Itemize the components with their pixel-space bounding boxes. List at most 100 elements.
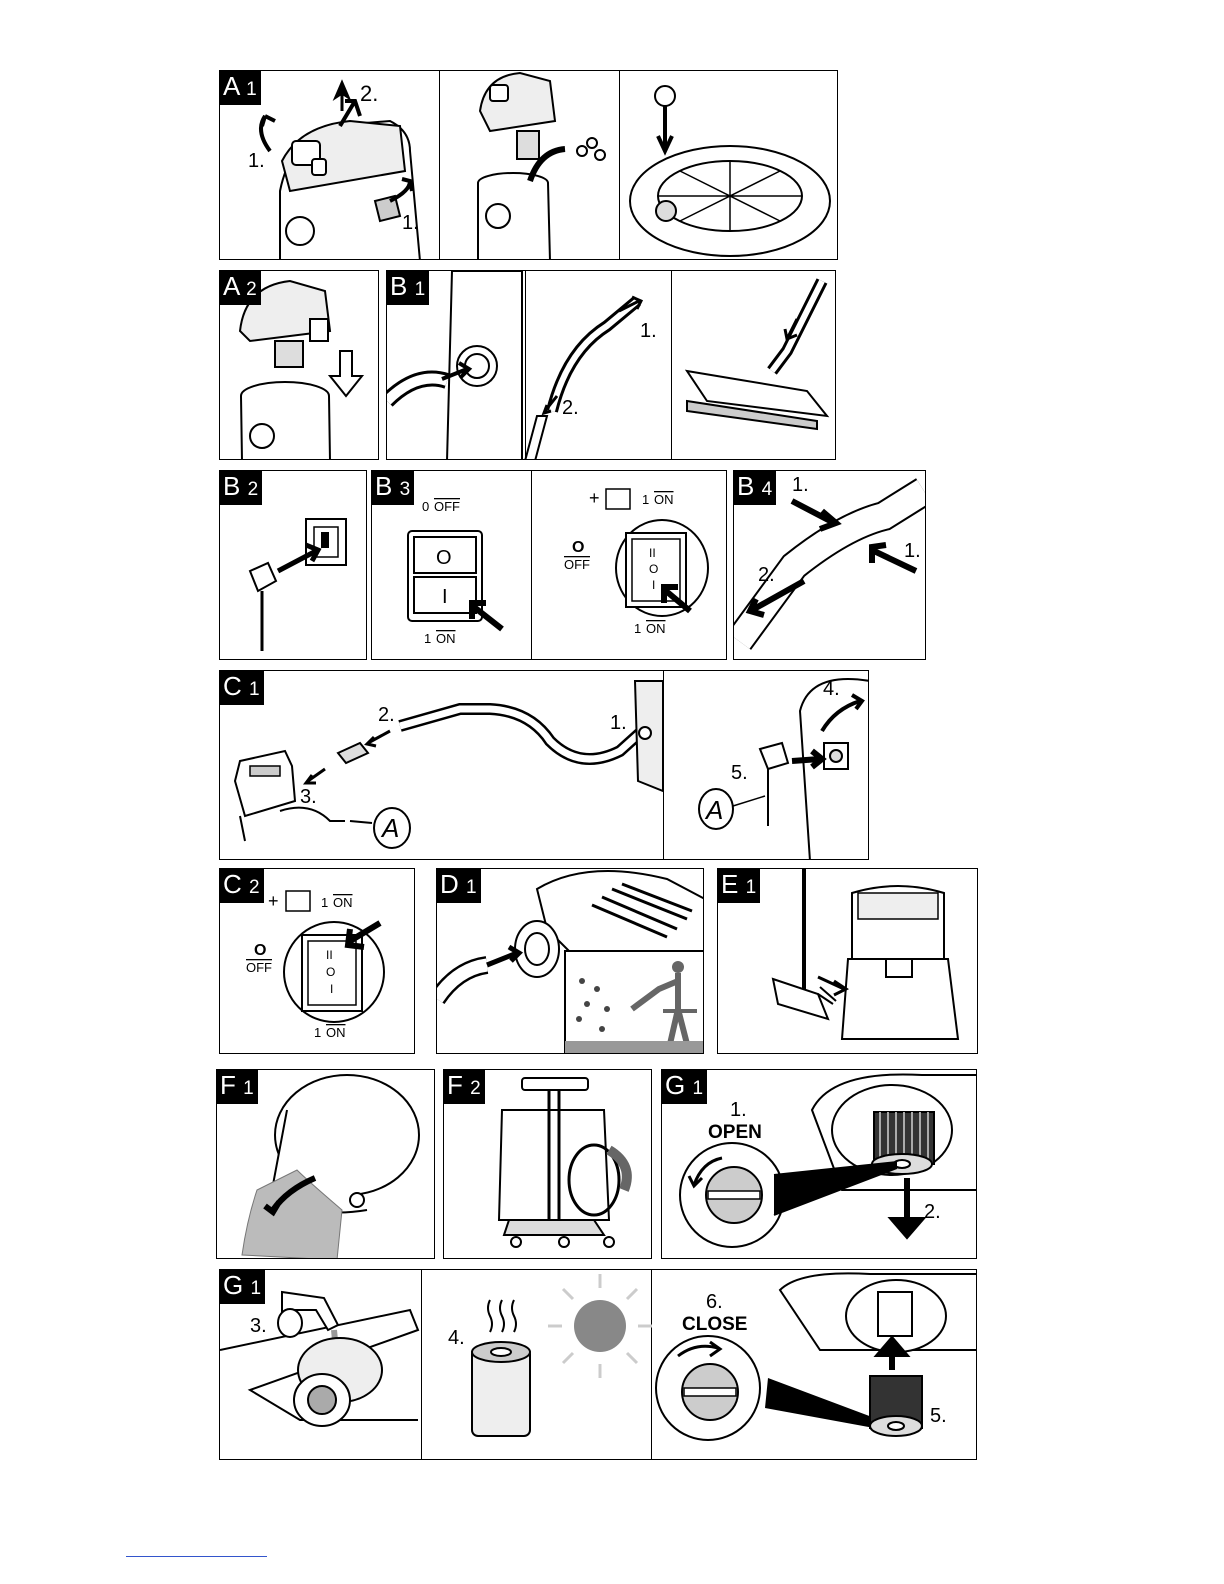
label-number: 2 [249,877,260,898]
label-letter: B [737,471,754,501]
b3-one-label-left: 1 [424,631,431,646]
figure-c2: + 1 ON II O I O OFF 1 ON C 2 [219,868,415,1054]
b4-step-2: 2. [758,564,775,586]
c1-step-5: 5. [731,762,748,784]
label-number: 1 [415,279,426,300]
g1-step-4: 4. [448,1327,465,1349]
figure-b4: 1. 1. 2. B 4 [733,470,926,660]
b3-zero-label: 0 [422,499,429,514]
figure-a1: 1. 2. 1. A 1 [219,70,838,260]
label-letter: D [440,869,459,899]
figure-label-f1: F 1 [217,1070,258,1104]
label-letter: G [665,1070,685,1100]
figure-f2: F 2 [443,1069,652,1259]
c2-on-label-top: ON [333,895,353,910]
label-letter: F [447,1070,463,1100]
figure-b1: 1. 2. B 1 [386,270,836,460]
c2-switch-small-o: O [326,965,335,979]
label-number: 1 [243,1078,254,1099]
label-number: 1 [692,1078,703,1099]
c1-plug-mark-right: A [704,795,723,825]
label-number: 2 [248,479,259,500]
figure-label-d1: D 1 [437,869,481,903]
label-number: 1 [250,1278,261,1299]
g1-close-illustration: 3. 4. 6. CLOSE 5. [220,1270,977,1460]
b4-step-1-top: 1. [792,474,809,496]
c2-big-o: O [254,942,266,959]
label-letter: A [223,271,239,301]
figure-label-b4: B 4 [734,471,776,505]
label-letter: C [223,869,242,899]
b1-illustration: 1. 2. [387,271,836,460]
label-letter: B [375,471,392,501]
b3-switch-ii: II [649,546,656,560]
figure-d1: D 1 [436,868,704,1054]
a1-step-1-bottom: 1. [402,212,419,234]
b3-switch-small-o: O [649,562,658,576]
figure-label-e1: E 1 [718,869,760,903]
c2-one-label-top: 1 [321,895,328,910]
a1-step-1-top: 1. [248,150,265,172]
b3-one-label-top: 1 [642,492,649,507]
g1-open-label: OPEN [708,1122,762,1143]
label-letter: F [220,1070,236,1100]
figure-g1-close: 3. 4. 6. CLOSE 5. G 1 [219,1269,977,1460]
g1-step-1: 1. [730,1099,747,1121]
a1-illustration: 1. 2. 1. [220,71,838,260]
label-number: 1 [466,877,477,898]
b3-off-label: OFF [434,499,460,514]
c1-step-1: 1. [610,712,627,734]
a1-step-2: 2. [360,81,378,106]
g1-step-5: 5. [930,1405,947,1427]
label-number: 1 [746,877,757,898]
label-letter: G [223,1270,243,1300]
c2-off-label: OFF [246,960,272,975]
g1-close-label: CLOSE [682,1314,747,1335]
b1-step-1: 1. [640,320,657,342]
b4-step-1-right: 1. [904,540,921,562]
figure-label-g1-open: G 1 [662,1070,707,1104]
figure-b3: 0 OFF O I 1 ON + 1 ON II O I O OFF 1 ON … [371,470,727,660]
figure-label-b1: B 1 [387,271,429,305]
b3-on-label-top: ON [654,492,674,507]
b3-switch-small-i: I [652,578,655,592]
label-number: 1 [246,79,257,100]
footnote-rule [126,1556,267,1557]
figure-a2: A 2 [219,270,379,460]
figure-label-b2: B 2 [220,471,262,505]
b3-switch-o: O [436,547,452,569]
figure-label-c2: C 2 [220,869,264,903]
b3-big-o: O [572,539,584,556]
b3-plus: + [589,488,600,508]
c2-on-label-bottom: ON [326,1025,346,1040]
g1-step-3: 3. [250,1315,267,1337]
label-number: 1 [249,679,260,700]
label-number: 4 [762,479,773,500]
figure-c1: A 2. 1. 3. A 4. 5. C 1 [219,670,869,860]
b3-one-label-right: 1 [634,621,641,636]
label-letter: B [223,471,240,501]
g1-step-2: 2. [924,1201,941,1223]
b3-off-label-right: OFF [564,557,590,572]
c1-step-3: 3. [300,786,317,808]
figure-e1: E 1 [717,868,978,1054]
label-letter: E [721,869,738,899]
label-number: 2 [470,1078,481,1099]
figure-label-a2: A 2 [220,271,261,305]
label-number: 3 [400,479,411,500]
figure-label-c1: C 1 [220,671,264,705]
b3-on-label-right: ON [646,621,666,636]
c1-step-4: 4. [823,678,840,700]
figure-label-g1-close: G 1 [220,1270,265,1304]
figure-label-b3: B 3 [372,471,414,505]
figure-b2: B 2 [219,470,367,660]
b3-on-label-left: ON [436,631,456,646]
figure-label-a1: A 1 [220,71,261,105]
figure-g1-open: 1. OPEN 2. G 1 [661,1069,977,1259]
figure-label-f2: F 2 [444,1070,485,1104]
figure-f1: F 1 [216,1069,435,1259]
c1-plug-mark-left: A [380,813,399,843]
label-letter: B [390,271,407,301]
c2-switch-ii: II [326,948,333,962]
b3-illustration: 0 OFF O I 1 ON + 1 ON II O I O OFF 1 ON [372,471,727,660]
